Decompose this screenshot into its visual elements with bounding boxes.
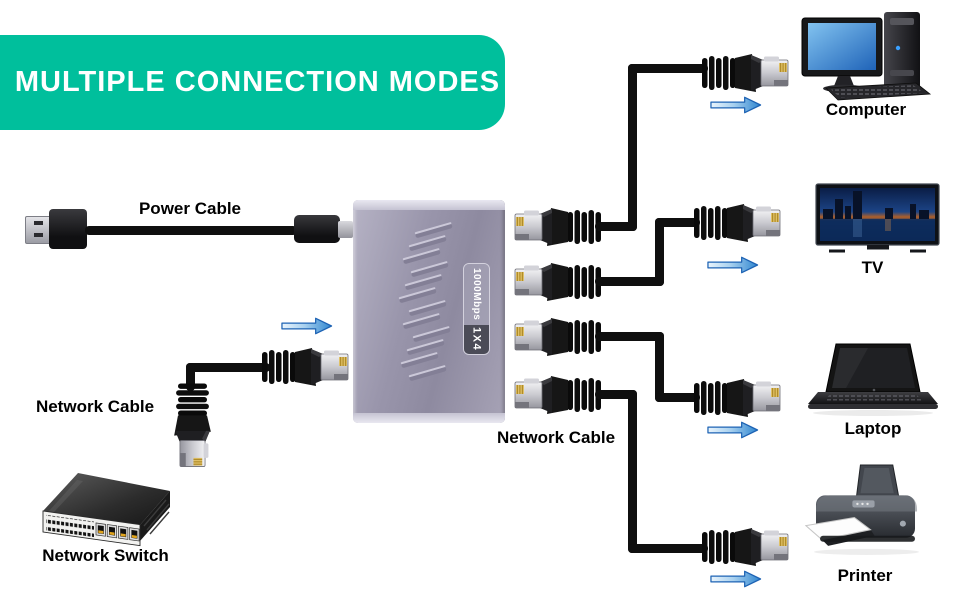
micro-usb-tip (338, 221, 353, 238)
ethernet-connector-icon (513, 318, 601, 356)
cable-to-computer (628, 64, 708, 73)
splitter-device (353, 200, 505, 423)
tv-icon (815, 183, 940, 253)
cable-to-computer (595, 222, 637, 231)
ethernet-connector-icon (513, 376, 601, 414)
ethernet-connector-icon (262, 348, 350, 386)
arrow-right-icon (710, 95, 762, 115)
network-switch-label: Network Switch (42, 546, 169, 565)
computer-icon (801, 12, 932, 101)
power-cable-label: Power Cable (138, 199, 242, 218)
printer-label: Printer (837, 566, 893, 585)
laptop-label: Laptop (844, 419, 902, 438)
speed-badge: 1000Mbps (464, 264, 489, 325)
tv-label: TV (861, 258, 884, 277)
title-banner: MULTIPLE CONNECTION MODES (0, 35, 505, 130)
laptop-icon (808, 343, 938, 416)
cable-to-laptop (655, 332, 664, 402)
network-switch-icon (42, 473, 170, 547)
page-title: MULTIPLE CONNECTION MODES (14, 66, 501, 98)
device-top-cap (353, 200, 505, 210)
network-cable-left-label: Network Cable (35, 397, 155, 416)
cable-to-tv (655, 218, 664, 286)
arrow-right-icon (707, 255, 759, 275)
arrow-right-icon (281, 316, 333, 336)
micro-usb-icon (294, 215, 340, 243)
ethernet-connector-icon (694, 204, 782, 242)
cable-to-tv (595, 277, 664, 286)
ethernet-connector-icon (702, 54, 790, 92)
cable-to-laptop (655, 393, 700, 402)
network-cable-right-label: Network Cable (496, 428, 616, 447)
arrow-right-icon (707, 420, 759, 440)
power-cable (85, 226, 297, 235)
device-spec-badge: 1000Mbps 1X4 (463, 263, 490, 355)
network-cable-left (186, 363, 270, 372)
cable-to-computer (628, 64, 637, 231)
device-vent-ridges (398, 222, 453, 381)
cable-to-printer (628, 544, 708, 553)
ports-label: 1X4 (470, 327, 483, 352)
cable-to-laptop (595, 332, 664, 341)
printer-icon (804, 464, 920, 555)
ethernet-connector-icon (702, 528, 790, 566)
cable-to-printer (595, 390, 637, 399)
ethernet-connector-icon (694, 379, 782, 417)
ports-badge: 1X4 (464, 325, 489, 354)
cable-to-tv (655, 218, 700, 227)
cable-to-printer (628, 390, 637, 553)
ethernet-connector-icon (513, 208, 601, 246)
ethernet-connector-icon (173, 383, 212, 468)
device-bottom-cap (353, 413, 505, 423)
usb-plug-body (49, 209, 87, 249)
usb-plug-icon (25, 216, 53, 244)
ethernet-connector-icon (513, 263, 601, 301)
speed-label: 1000Mbps (471, 268, 482, 321)
computer-label: Computer (825, 100, 907, 119)
network-cable-left-bend (186, 363, 195, 391)
arrow-right-icon (710, 569, 762, 589)
